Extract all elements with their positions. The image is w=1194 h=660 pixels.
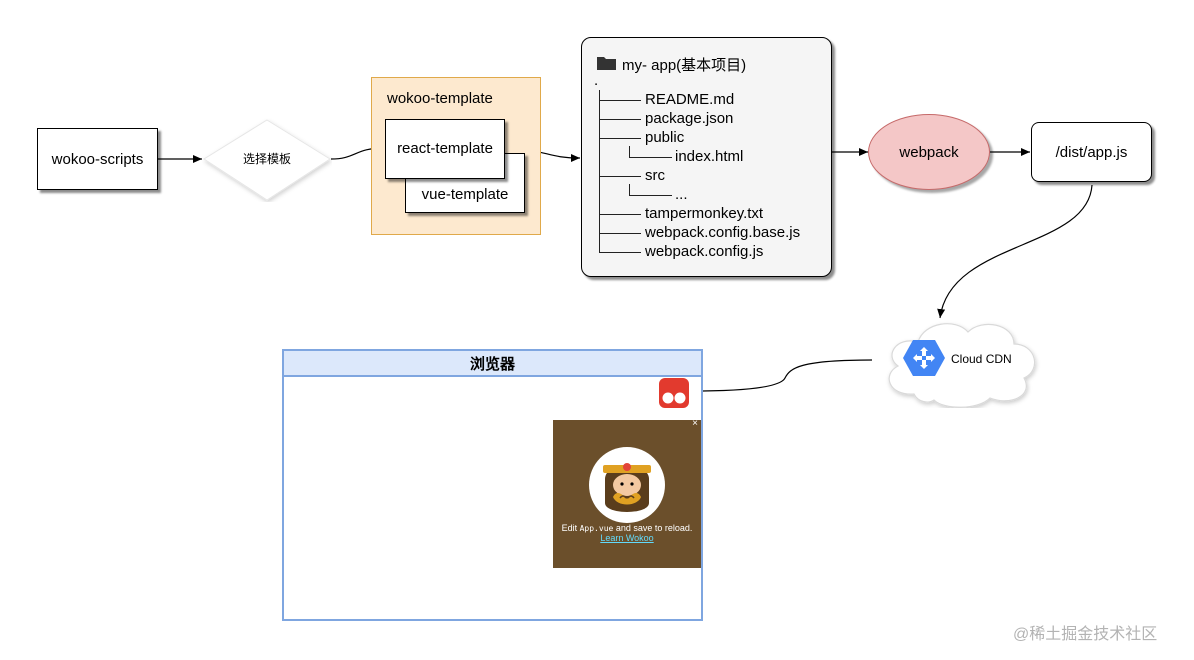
overlay-edit-prefix: Edit <box>561 523 580 533</box>
project-structure-box <box>581 37 832 277</box>
file-tampermonkey: tampermonkey.txt <box>645 205 764 222</box>
arrow-cdn-to-browser <box>690 359 873 395</box>
file-webpack-config: webpack.config.js <box>645 243 764 260</box>
tree-branch-tampermonkey <box>599 214 641 215</box>
cloud-cdn-icon <box>903 340 945 376</box>
tree-branch-readme <box>599 100 641 101</box>
tree-branch-index-html <box>629 146 672 158</box>
folder-public: public <box>645 129 685 146</box>
arrow-dist-to-cdn <box>937 184 1093 319</box>
close-icon[interactable]: × <box>692 418 698 429</box>
watermark: @稀土掘金技术社区 <box>1013 626 1158 643</box>
overlay-edit-text: Edit App.vue and save to reload. <box>553 523 701 533</box>
file-package-json: package.json <box>645 110 734 127</box>
file-readme: README.md <box>645 91 735 108</box>
overlay-code: App.vue <box>579 524 614 533</box>
tree-branch-package <box>599 119 641 120</box>
wokoo-scripts-label: wokoo-scripts <box>51 150 144 168</box>
folder-src: src <box>645 167 665 184</box>
react-template-label: react-template <box>397 140 493 157</box>
wokoo-overlay-panel: × Edit App.vue and save to reload. Learn… <box>553 418 701 568</box>
overlay-edit-suffix: and save to reload. <box>613 523 693 533</box>
monkey-king-icon <box>589 447 665 523</box>
file-index-html: index.html <box>675 148 744 165</box>
tree-trunk <box>599 90 600 252</box>
wokoo-template-title: wokoo-template <box>387 90 493 107</box>
tampermonkey-icon[interactable] <box>659 378 689 408</box>
browser-title-bar: 浏览器 <box>284 351 701 377</box>
file-webpack-base: webpack.config.base.js <box>645 224 801 241</box>
webpack-node: webpack <box>868 114 990 190</box>
react-template-node: react-template <box>385 119 505 179</box>
learn-wokoo-link[interactable]: Learn Wokoo <box>600 533 654 543</box>
tree-branch-src <box>599 176 641 177</box>
choose-template-decision <box>203 119 331 201</box>
dist-app-node: /dist/app.js <box>1031 122 1152 182</box>
browser-title: 浏览器 <box>469 355 515 373</box>
project-title: my- app(基本项目) <box>622 57 747 74</box>
dist-app-label: /dist/app.js <box>1055 143 1128 161</box>
choose-template-label: 选择模板 <box>242 152 291 166</box>
folder-icon <box>597 57 616 70</box>
tree-branch-webpack-config <box>599 252 641 253</box>
src-child-ellipsis: ... <box>675 186 688 203</box>
vue-template-label: vue-template <box>421 185 509 203</box>
webpack-label: webpack <box>899 143 959 161</box>
cloud-cdn-label: Cloud CDN <box>951 352 1012 366</box>
project-root: . <box>594 72 599 89</box>
tree-branch-public <box>599 138 641 139</box>
tree-branch-webpack-base <box>599 233 641 234</box>
wokoo-scripts-node: wokoo-scripts <box>37 128 158 190</box>
tree-branch-src-child <box>629 184 672 196</box>
